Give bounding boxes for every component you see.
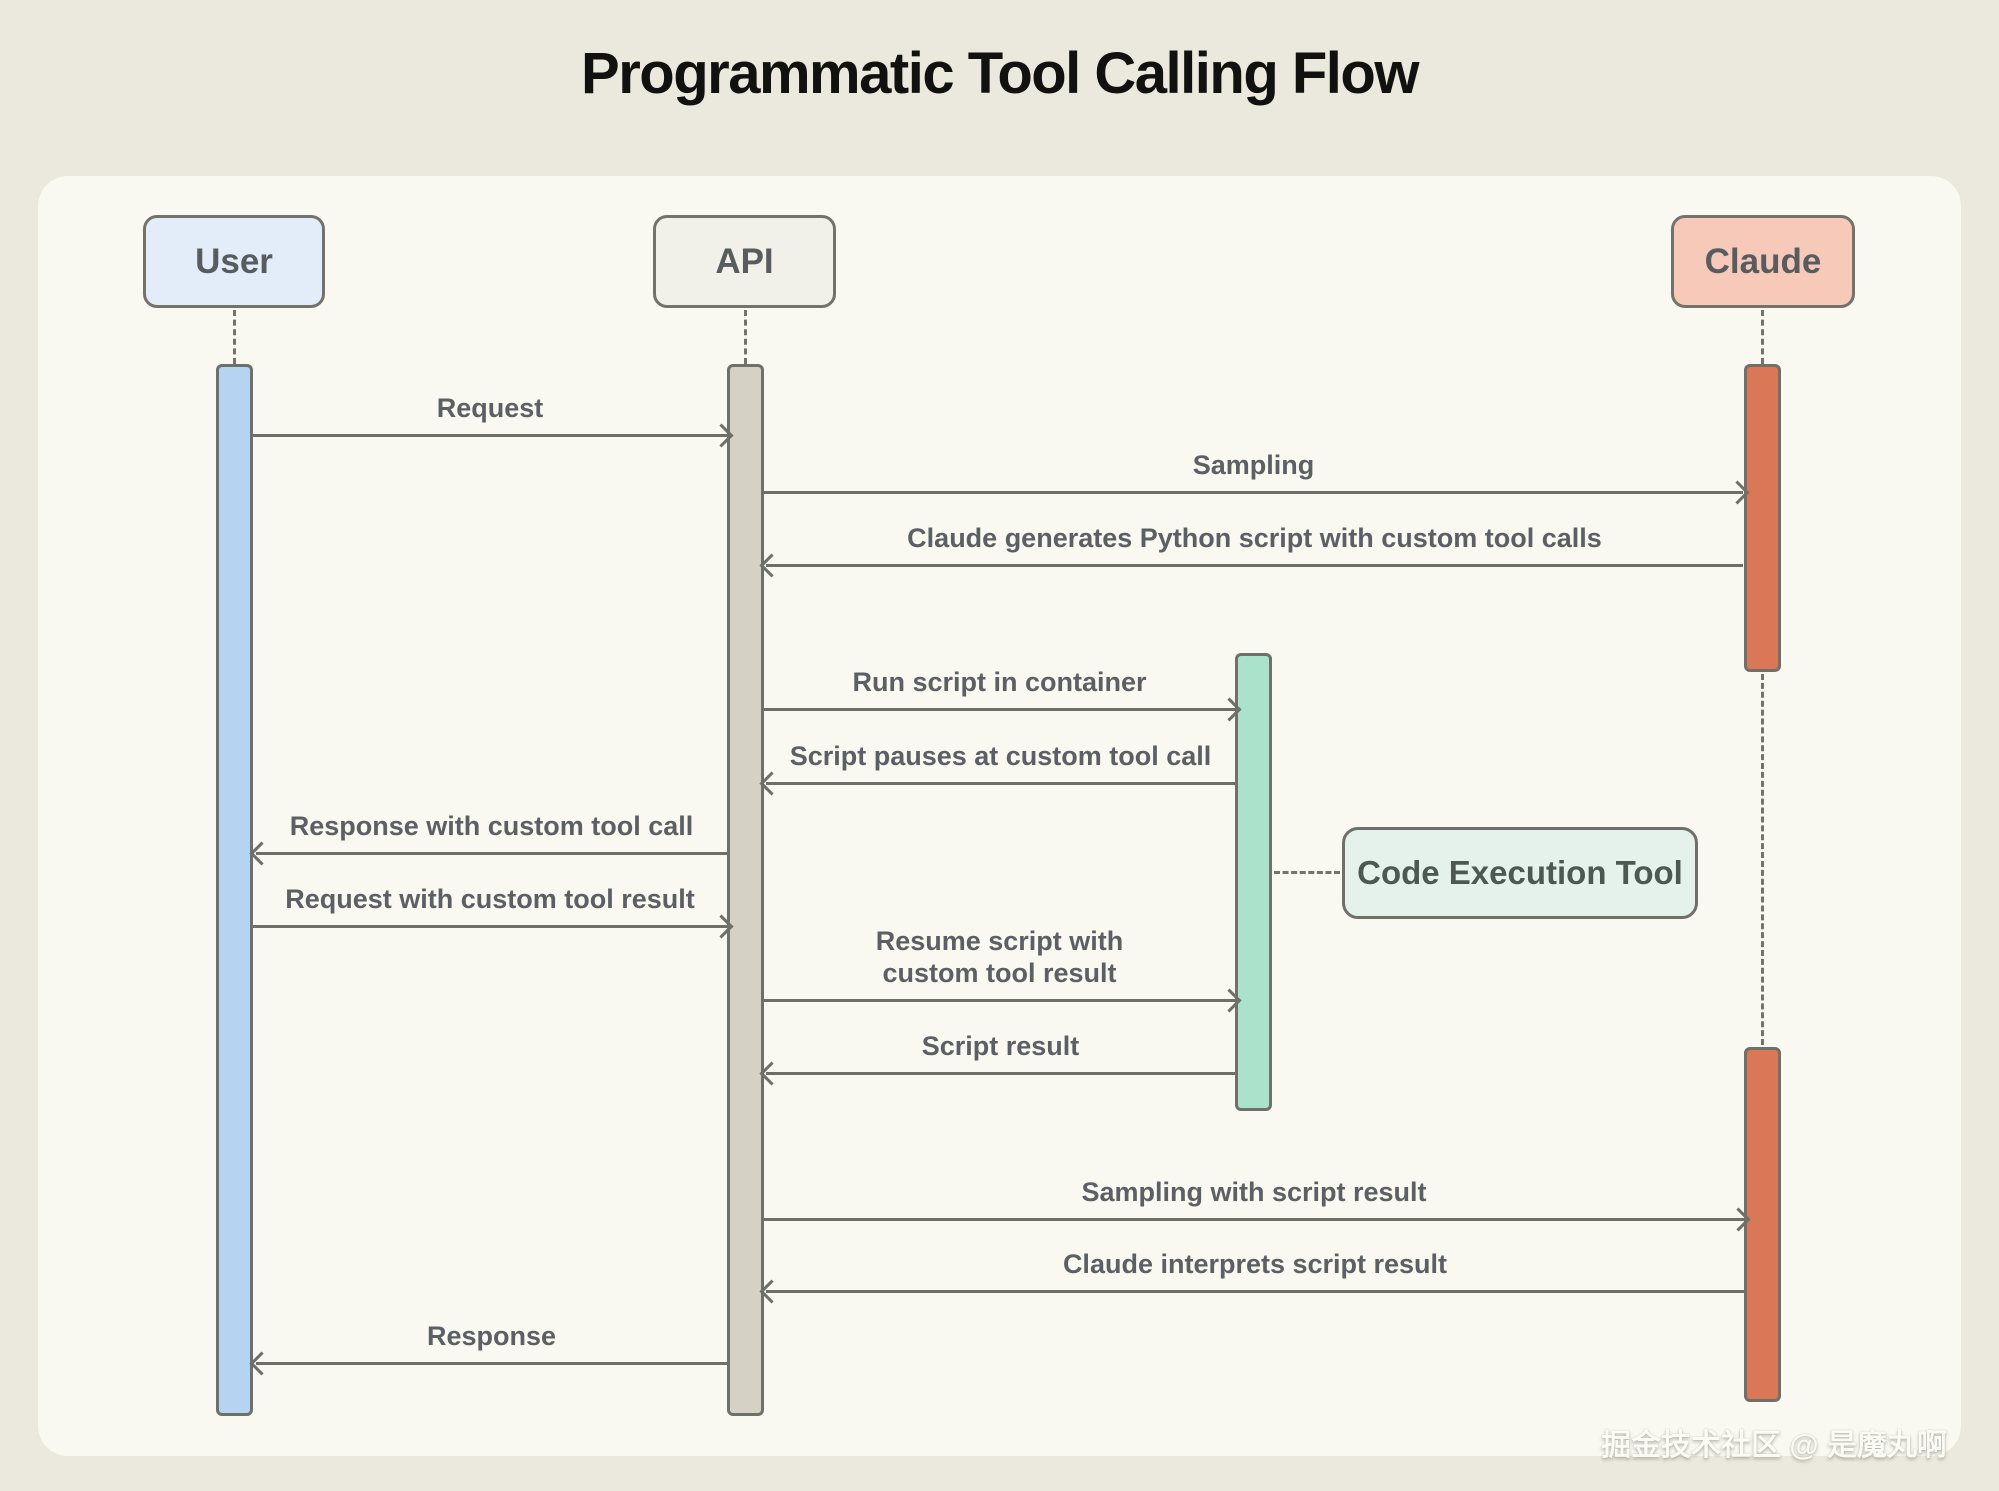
arrow-response <box>256 1362 727 1365</box>
message-label: Sampling <box>1192 450 1315 480</box>
arrow-claude-interprets <box>766 1290 1744 1293</box>
message-label: Claude interprets script result <box>1062 1249 1448 1279</box>
watermark: 掘金技术社区 @ 是魔丸啊 <box>1601 1429 1947 1462</box>
lifeline-user <box>233 310 236 364</box>
message-label: Claude generates Python script with cust… <box>907 523 1602 553</box>
diagram-title: Programmatic Tool Calling Flow <box>581 41 1419 106</box>
participant-label-api: API <box>715 241 774 281</box>
arrow-run-script <box>764 708 1235 711</box>
code-execution-tool-label: Code Execution Tool <box>1357 854 1683 891</box>
message-label: Request with custom tool result <box>285 884 695 914</box>
message-label: Response <box>426 1321 557 1351</box>
arrow-response-custom-tool-call <box>256 852 727 855</box>
activation-bar-claude-1 <box>1744 364 1781 672</box>
participant-box-api: API <box>653 215 836 308</box>
arrow-request <box>253 434 727 437</box>
lifeline-api <box>744 310 747 364</box>
message-label: Script result <box>921 1031 1080 1061</box>
participant-box-user: User <box>143 215 325 308</box>
participant-label-user: User <box>195 241 273 281</box>
activation-bar-user <box>216 364 253 1416</box>
arrow-sampling <box>764 491 1743 494</box>
code-execution-tool-box: Code Execution Tool <box>1342 827 1698 919</box>
message-label: Request <box>436 393 544 423</box>
message-label: Response with custom tool call <box>289 811 694 841</box>
participant-label-claude: Claude <box>1704 241 1822 281</box>
lifeline-claude <box>1761 310 1764 364</box>
message-label: Sampling with script result <box>1081 1177 1427 1207</box>
diagram-panel <box>38 176 1961 1456</box>
message-label: Script pauses at custom tool call <box>789 741 1212 771</box>
arrow-request-custom-tool-result <box>253 925 727 928</box>
arrow-resume-script <box>764 999 1235 1002</box>
arrow-script-result <box>766 1072 1235 1075</box>
arrow-claude-generates-script <box>766 564 1743 567</box>
activation-bar-api <box>727 364 764 1416</box>
activation-bar-code-execution <box>1235 653 1272 1111</box>
message-label: Resume script with custom tool result <box>875 926 1124 988</box>
message-label: Run script in container <box>852 667 1147 697</box>
arrow-script-pauses <box>766 782 1235 785</box>
arrow-sampling-with-script-result <box>764 1218 1744 1221</box>
activation-bar-claude-2 <box>1744 1047 1781 1402</box>
dashed-connector <box>1274 871 1340 874</box>
lifeline-claude-mid <box>1761 674 1764 1045</box>
participant-box-claude: Claude <box>1671 215 1855 308</box>
